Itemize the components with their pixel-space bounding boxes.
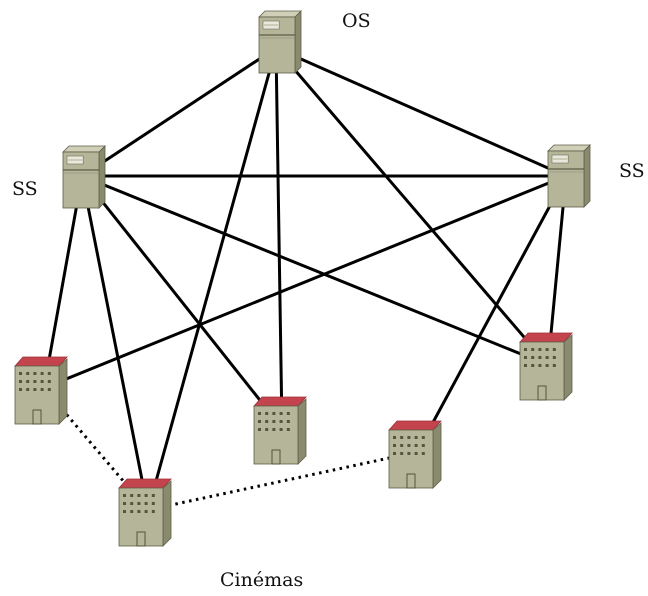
cinema-building-icon: [519, 332, 573, 401]
label-ss-right: SS: [619, 160, 645, 182]
link-os-cinema_2: [146, 47, 278, 511]
nodes-layer: [14, 10, 591, 547]
label-os: OS: [342, 10, 371, 32]
cinema-building-icon: [388, 420, 442, 489]
cinema-building-icon: [14, 356, 68, 425]
link-os-ss_right: [275, 46, 567, 178]
link-os-cinema_5: [274, 47, 550, 366]
link-ss_left-cinema_5: [81, 174, 549, 367]
cinema-building-icon: [253, 396, 307, 465]
link-ss_right-cinema_1: [43, 174, 567, 390]
link-ss_left-cinema_2: [80, 175, 150, 511]
cinema-building-icon: [118, 478, 172, 547]
link-ss_left-cinema_1: [42, 175, 84, 389]
link-ss_right-cinema_4: [415, 175, 568, 453]
link-os-ss_left: [81, 46, 277, 178]
label-cinemas: Cinémas: [220, 569, 304, 591]
server-icon: [62, 145, 106, 209]
link-os-cinema_3: [274, 47, 284, 429]
server-icon: [258, 10, 302, 74]
server-icon: [547, 144, 591, 208]
link-ss_left-cinema_3: [80, 175, 284, 429]
label-ss-left: SS: [12, 178, 38, 200]
